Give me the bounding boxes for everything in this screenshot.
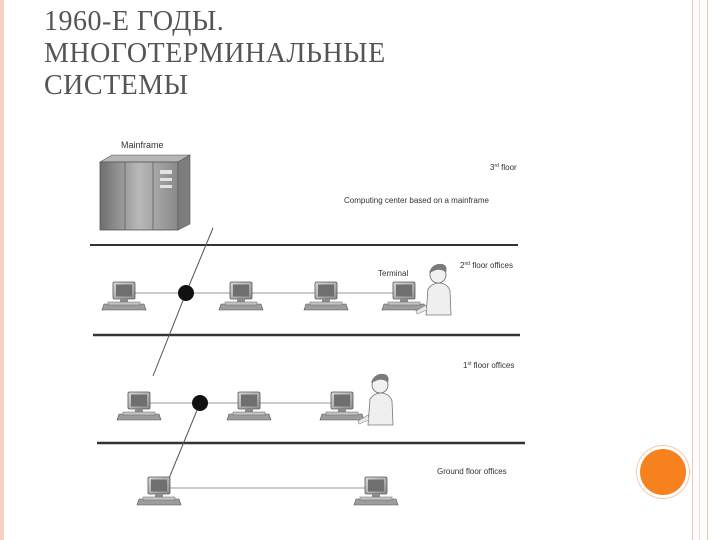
- floor2-label: 2nd floor offices: [460, 261, 513, 270]
- mainframe-icon: [98, 154, 192, 231]
- decorative-orange-circle: [640, 449, 686, 495]
- floor1-junction-dot: [192, 395, 208, 411]
- slide-right-border-line: [699, 0, 700, 540]
- slide-title-line-1: 1960-Е ГОДЫ.: [44, 6, 225, 37]
- terminal-icon: [381, 281, 427, 311]
- slide-title-line-2: МНОГОТЕРМИНАЛЬНЫЕ: [44, 38, 386, 69]
- terminal-icon: [116, 391, 162, 421]
- floor1-label: 1st floor offices: [463, 361, 514, 370]
- terminal-icon: [319, 391, 365, 421]
- floor2-junction-dot: [178, 285, 194, 301]
- terminal-icon: [303, 281, 349, 311]
- terminal-icon: [353, 476, 399, 506]
- slide-left-border: [0, 0, 4, 540]
- slide-right-border: [692, 0, 708, 540]
- mainframe-label: Mainframe: [121, 140, 164, 150]
- trunk-cable: [152, 227, 214, 489]
- computing-center-label: Computing center based on a mainframe: [344, 196, 490, 205]
- ground-floor-label: Ground floor offices: [437, 467, 507, 476]
- floor3-label: 3rd floor: [490, 163, 517, 172]
- terminal-icon: [136, 476, 182, 506]
- terminal-icon: [226, 391, 272, 421]
- terminal-icon: [218, 281, 264, 311]
- terminal-label: Terminal: [378, 269, 408, 278]
- slide-title-line-3: СИСТЕМЫ: [44, 70, 189, 101]
- slide-title: 1960-Е ГОДЫ. МНОГОТЕРМИНАЛЬНЫЕ СИСТЕМЫ: [44, 6, 604, 102]
- terminal-icon: [101, 281, 147, 311]
